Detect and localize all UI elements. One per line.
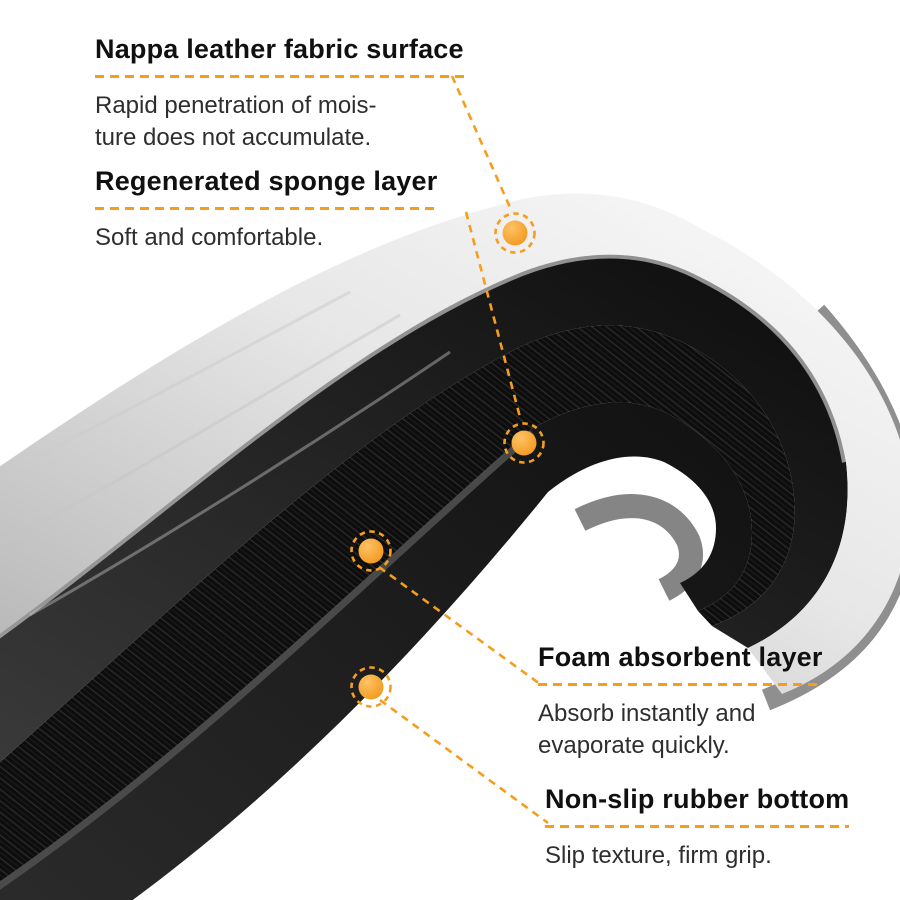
callout-title-block: Nappa leather fabric surface — [95, 34, 464, 78]
dot-disc — [358, 674, 384, 700]
callout-text-line: Absorb instantly and — [538, 700, 756, 727]
callout-text-line: Slip texture, firm grip. — [545, 842, 772, 869]
callout-point-dot-3 — [350, 530, 392, 572]
callout-body: Soft and comfortable. — [95, 222, 437, 254]
sponge-layer-shape — [0, 254, 848, 763]
callout-sponge-layer: Regenerated sponge layer Soft and comfor… — [95, 166, 438, 254]
foam-layer-shape — [0, 325, 795, 882]
callout-rubber-bottom: Non-slip rubber bottom Slip texture, fir… — [545, 784, 850, 872]
fabric-fold-line — [9, 290, 351, 472]
dot-dashed-ring — [350, 530, 392, 572]
callout-body: Rapid penetration of mois- ture does not… — [95, 90, 464, 154]
callout-title: Regenerated sponge layer — [95, 166, 438, 196]
dashed-underline — [95, 75, 464, 78]
fabric-fold-line — [29, 350, 451, 617]
inner-curl-face — [574, 494, 703, 601]
callout-text-line: Soft and comfortable. — [95, 224, 324, 251]
callout-point-dot-4 — [350, 666, 392, 708]
callout-point-dot-1 — [494, 212, 536, 254]
callout-text-line: Rapid penetration of mois- — [95, 92, 377, 119]
dot-dashed-ring — [350, 666, 392, 708]
dot-dashed-ring — [503, 422, 545, 464]
callout-text-line: ture does not accumulate. — [95, 124, 372, 151]
rubber-bottom-layer-shape — [0, 402, 752, 900]
callout-body: Absorb instantly and evaporate quickly. — [538, 698, 823, 762]
callout-point-dot-2 — [503, 422, 545, 464]
callout-title: Non-slip rubber bottom — [545, 784, 850, 814]
callout-connector-line-2 — [464, 211, 523, 422]
dot-disc — [358, 538, 384, 564]
callout-title-block: Foam absorbent layer — [538, 642, 823, 686]
callout-title-block: Non-slip rubber bottom — [545, 784, 850, 828]
callout-title: Foam absorbent layer — [538, 642, 823, 672]
callout-connector-line-3 — [378, 565, 541, 686]
callout-body: Slip texture, firm grip. — [545, 840, 849, 872]
fabric-fold-line — [0, 313, 401, 547]
dashed-underline — [95, 207, 438, 210]
callout-fabric-surface: Nappa leather fabric surface Rapid penet… — [95, 34, 464, 154]
callout-title-block: Regenerated sponge layer — [95, 166, 438, 210]
dashed-underline — [545, 825, 850, 828]
callout-connector-line-1 — [450, 75, 514, 213]
callout-connector-line-4 — [379, 698, 549, 825]
callout-foam-layer: Foam absorbent layer Absorb instantly an… — [538, 642, 823, 762]
dot-disc — [511, 430, 537, 456]
callout-title: Nappa leather fabric surface — [95, 34, 464, 64]
callout-text-line: evaporate quickly. — [538, 732, 730, 759]
dot-dashed-ring — [494, 212, 536, 254]
dot-disc — [502, 220, 528, 246]
dashed-underline — [538, 683, 823, 686]
